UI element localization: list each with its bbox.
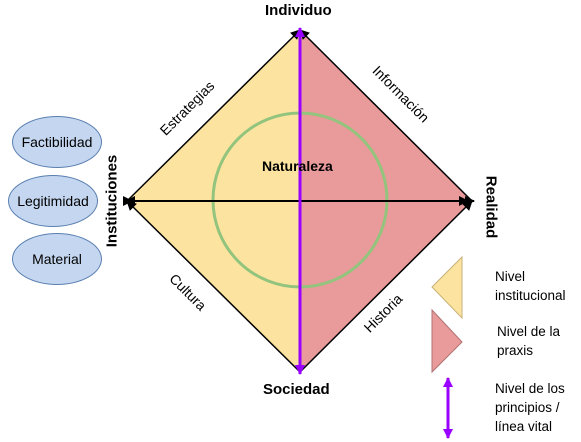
legend-institutional-label: Nivel institucional [495, 267, 566, 305]
legend-praxis-swatch [431, 308, 463, 374]
edge-upper-right [299, 29, 473, 202]
legend-praxis-line-1: Nivel de la [497, 324, 561, 339]
legend-principles-line-2: principios / [495, 400, 560, 415]
legend-principles-line-1: Nivel de los [495, 381, 565, 396]
right-label: Realidad [482, 175, 500, 239]
legend-institutional-swatch [431, 255, 463, 320]
legend-praxis-label: Nivel de la praxis [497, 322, 560, 360]
oval-material: Material [12, 233, 102, 285]
legend-principles-line-3: línea vital [495, 419, 553, 434]
bottom-label: Sociedad [263, 381, 330, 398]
left-label: Instituciones [103, 154, 121, 248]
legend-principles-label: Nivel de los principios / línea vital [495, 379, 565, 436]
oval-factibilidad: Factibilidad [12, 116, 102, 168]
legend-praxis-line-2: praxis [497, 343, 534, 358]
top-label: Individuo [265, 2, 332, 19]
edge-lower-right [299, 200, 473, 373]
edge-lower-left [126, 200, 301, 373]
legend-institutional-line-2: institucional [495, 288, 566, 303]
center-label: Naturaleza [262, 158, 333, 174]
edge-upper-left [126, 29, 301, 202]
oval-legitimidad: Legitimidad [8, 175, 98, 227]
legend-institutional-line-1: Nivel [495, 269, 526, 284]
